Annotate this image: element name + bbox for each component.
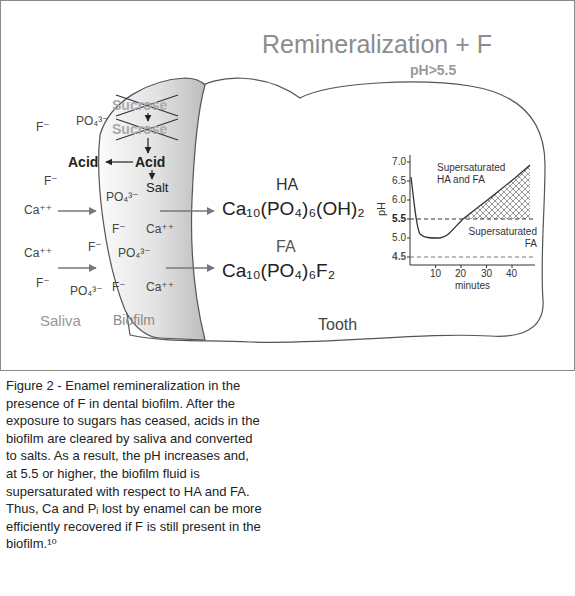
axis-tick-label: 20 — [455, 268, 466, 279]
axis-tick-label: 7.0 — [390, 156, 406, 167]
axis-tick-label: 40 — [506, 268, 517, 279]
ion-label: Ca⁺⁺ — [146, 222, 174, 236]
chemical-formula: Ca₁₀(PO₄)₆(OH)₂ — [222, 198, 365, 220]
figure-border — [1, 1, 575, 371]
axis-tick-label: 5.0 — [390, 232, 406, 243]
ion-label: F⁻ — [112, 222, 126, 236]
axis-tick-label: 10 — [430, 268, 441, 279]
axis-title: minutes — [455, 280, 490, 291]
ion-label: PO₄³⁻ — [70, 284, 103, 298]
ion-label: PO₄³⁻ — [106, 190, 139, 204]
crossed-sugar: Sucrose — [112, 97, 167, 113]
mineral-name: FA — [276, 238, 296, 256]
ion-label: F⁻ — [112, 280, 126, 294]
ion-label: PO₄³⁻ — [76, 114, 109, 128]
node-shape — [99, 78, 205, 340]
axis-tick-label: 30 — [481, 268, 492, 279]
acid-label: Acid — [135, 154, 165, 170]
mineral-name: HA — [276, 176, 298, 194]
figure-title: Remineralization + F — [262, 30, 492, 59]
chemical-formula: Ca₁₀(PO₄)₆F₂ — [222, 260, 335, 282]
axis-tick-label: 5.5 — [390, 213, 406, 224]
region-note: Supersaturated HA and FA — [437, 162, 515, 186]
axis-tick-label: 6.0 — [390, 194, 406, 205]
ion-label: F⁻ — [88, 240, 102, 254]
crossed-sugar: Sucrose — [112, 121, 167, 137]
ion-label: PO₄³⁻ — [118, 246, 151, 260]
ion-label: F⁻ — [36, 120, 50, 134]
axis-tick-label: 6.5 — [390, 175, 406, 186]
figure-caption: Figure 2 - Enamel remineralization in th… — [6, 377, 262, 553]
axis-tick-label: 4.5 — [390, 251, 406, 262]
region-note: Supersaturated FA — [465, 226, 537, 250]
acid-label: Acid — [68, 154, 98, 170]
axis-title: pH — [375, 202, 387, 216]
salt-label: Salt — [146, 180, 168, 195]
ion-label: F⁻ — [36, 276, 50, 290]
node-shape — [110, 78, 545, 342]
condition-label: pH>5.5 — [410, 62, 456, 78]
node-label: Biofilm — [113, 312, 155, 328]
ion-label: Ca⁺⁺ — [146, 280, 174, 294]
ion-label: F⁻ — [44, 174, 58, 188]
region-label: Saliva — [40, 312, 81, 329]
node-label: Tooth — [318, 316, 357, 334]
ion-label: Ca⁺⁺ — [24, 246, 52, 260]
ion-label: Ca⁺⁺ — [24, 203, 52, 217]
